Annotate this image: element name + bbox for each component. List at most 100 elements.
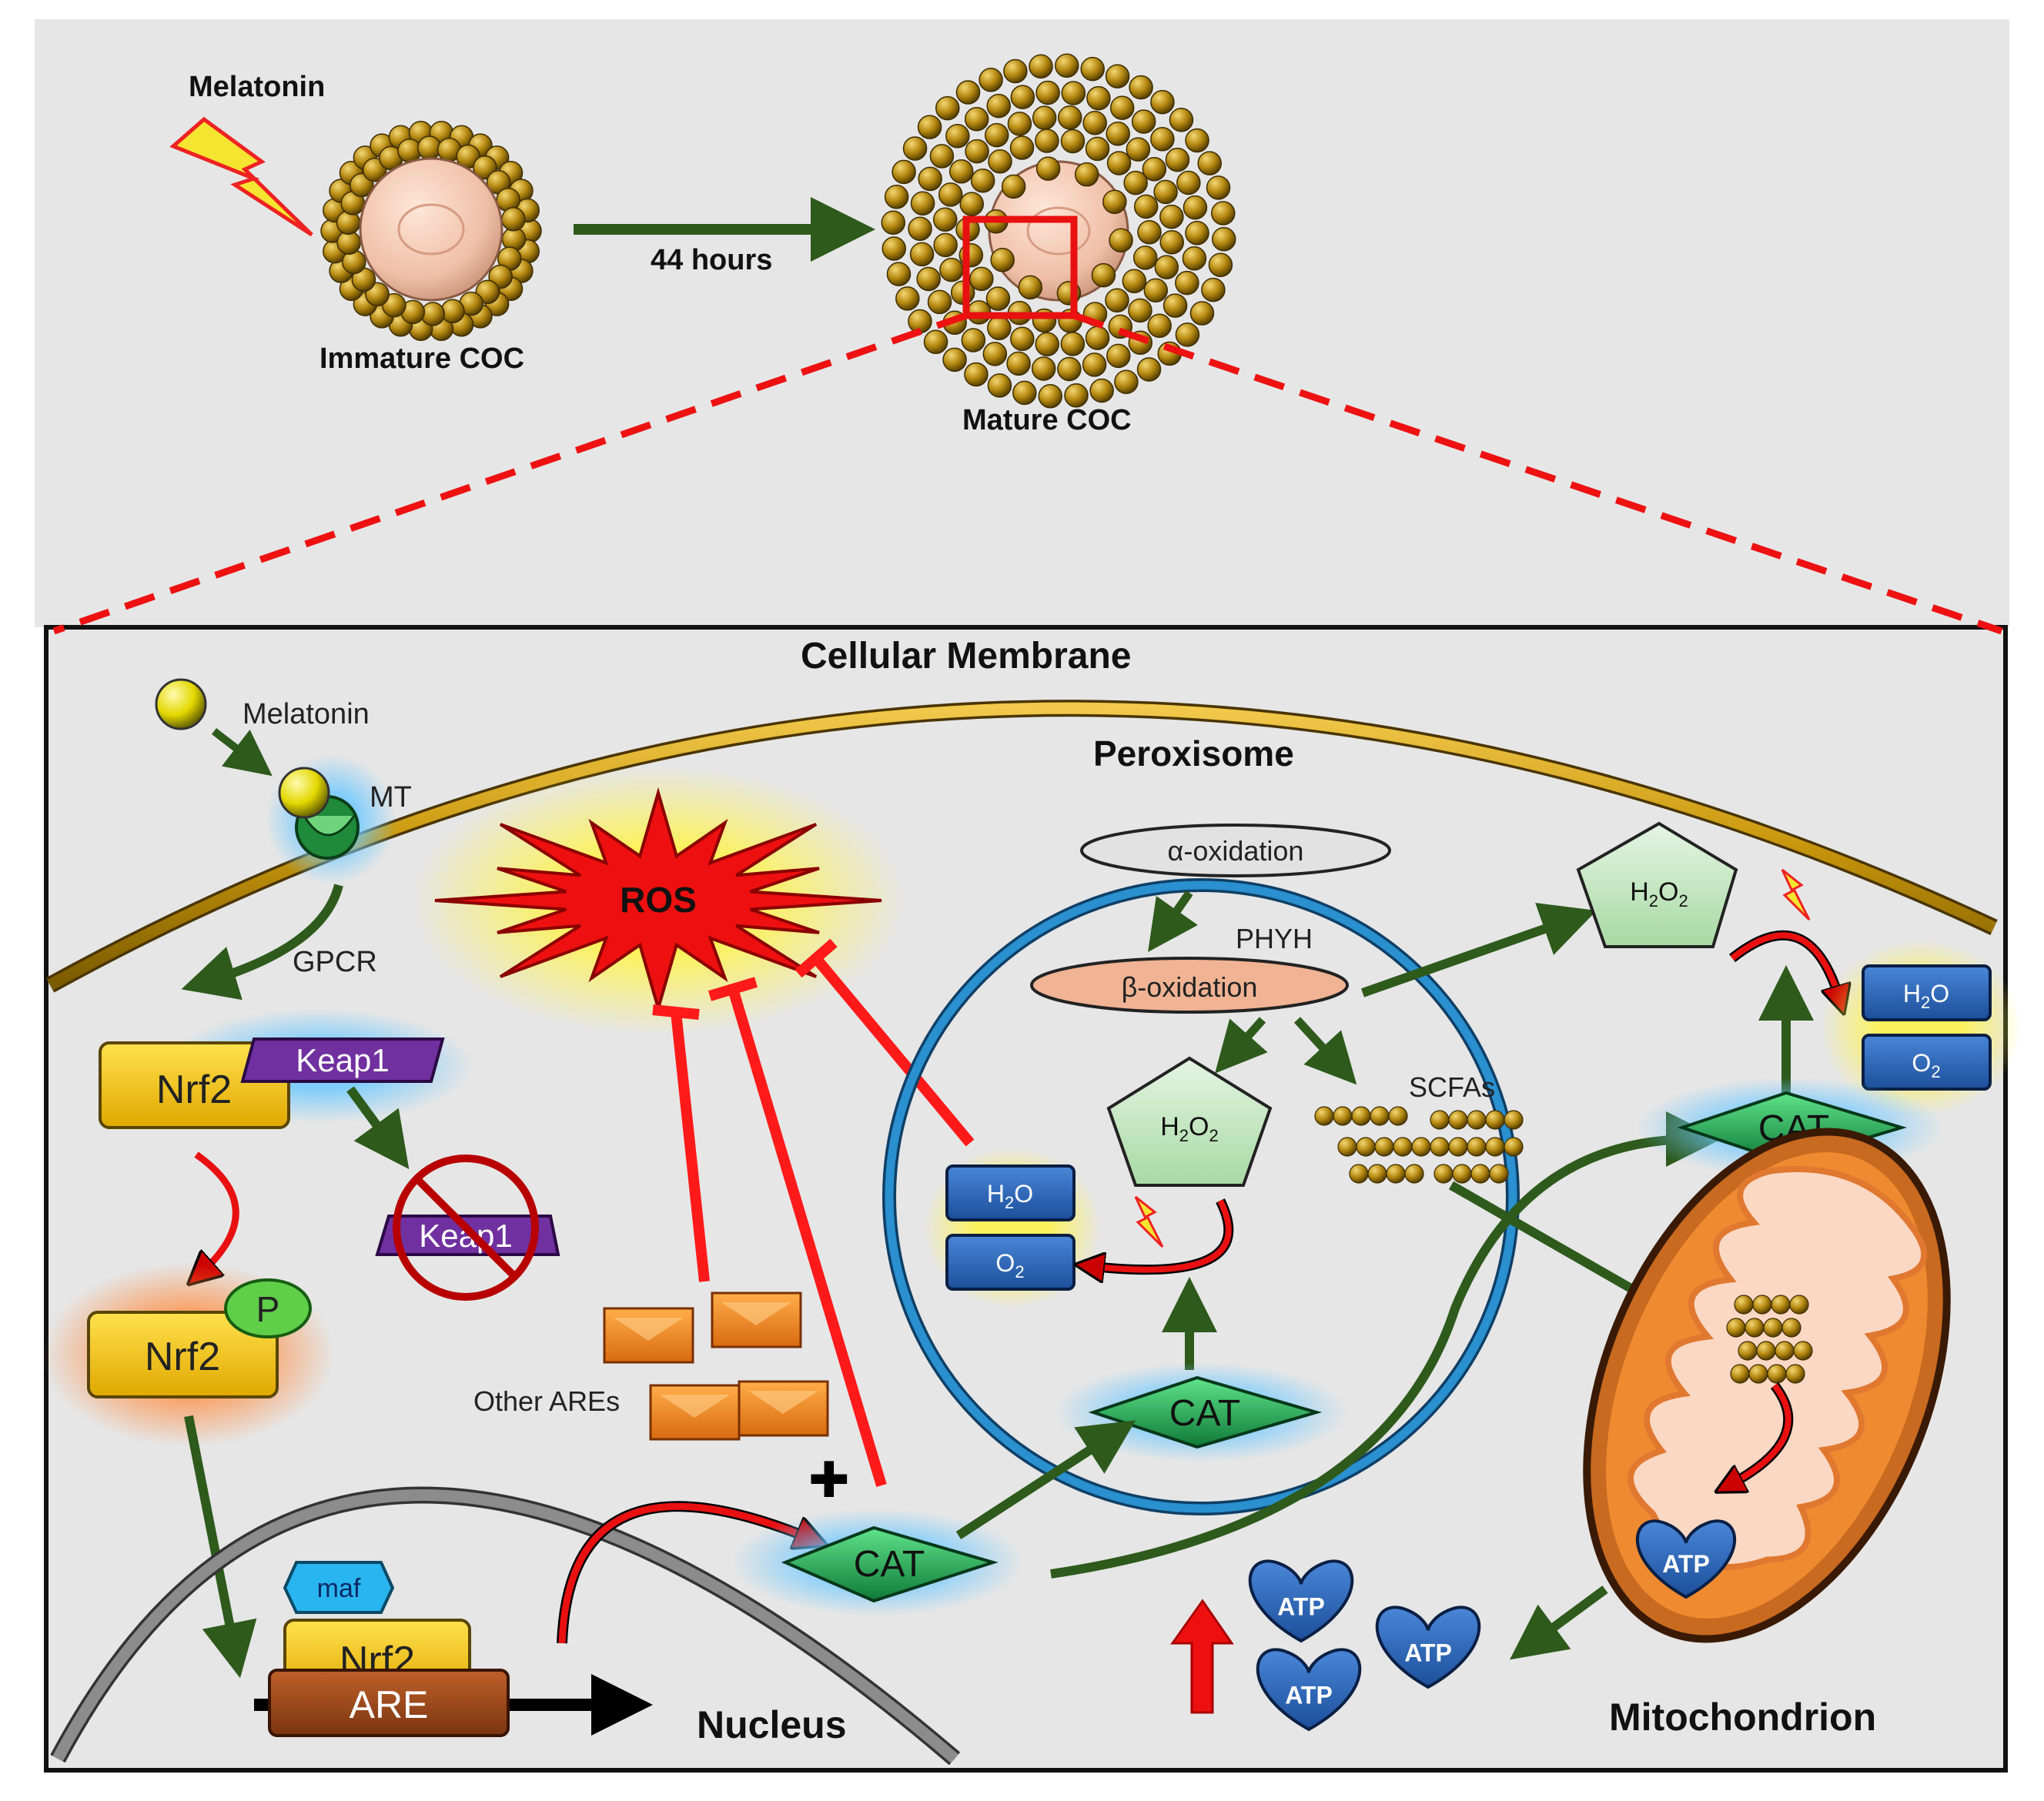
expanded-cumulus-cell xyxy=(1009,135,1035,160)
expanded-cumulus-cell xyxy=(970,169,995,193)
cat-peroxisome xyxy=(1088,1375,1323,1449)
expanded-cumulus-cell xyxy=(982,342,1008,366)
expanded-cumulus-cell xyxy=(965,139,989,164)
expanded-cumulus-cell xyxy=(979,68,1003,92)
scfa-bead xyxy=(1370,1106,1390,1126)
scfa-bead xyxy=(1504,1110,1524,1130)
expanded-cumulus-cell xyxy=(927,289,952,315)
keap1-degradation-arrow xyxy=(346,1086,410,1170)
corona-cell xyxy=(1001,174,1026,199)
cat-center xyxy=(781,1525,999,1603)
scfa-bead xyxy=(1393,1137,1413,1157)
expanded-cumulus-cell xyxy=(961,328,986,353)
mt-receptor-pocket xyxy=(303,815,356,837)
o2-cytosol-label: O2 xyxy=(1912,1049,1940,1081)
scfa-bead xyxy=(1467,1110,1487,1130)
scfa-bead xyxy=(1367,1164,1387,1184)
mitochondrion xyxy=(1583,1128,1951,1643)
expanded-cumulus-cell xyxy=(1206,175,1231,200)
scfa-bead xyxy=(1433,1164,1454,1184)
expanded-cumulus-cell xyxy=(923,329,948,354)
expanded-cumulus-cell xyxy=(1105,64,1130,89)
expanded-cumulus-cell xyxy=(1085,326,1110,350)
atp-label: ATP xyxy=(1285,1681,1333,1709)
expanded-cumulus-cell xyxy=(969,266,994,292)
membrane-label: Cellular Membrane xyxy=(801,636,1131,677)
expanded-cumulus-cell xyxy=(1061,81,1086,105)
expanded-cumulus-cell xyxy=(1131,109,1156,134)
atp-label: ATP xyxy=(1404,1639,1452,1666)
mito-scfa-bead xyxy=(1734,1295,1754,1315)
mito-scfa-bead xyxy=(1781,1318,1801,1338)
scfa-bead xyxy=(1467,1137,1487,1157)
expanded-cumulus-cell xyxy=(938,182,963,207)
expanded-cumulus-cell xyxy=(1060,129,1086,154)
peroxisome-membrane xyxy=(885,880,1517,1513)
mito-scfa-bead xyxy=(1767,1364,1787,1384)
expanded-cumulus-cell xyxy=(917,115,942,139)
peroxisome-label: Peroxisome xyxy=(1093,733,1294,774)
scfas-label: SCFAs xyxy=(1409,1071,1495,1103)
expanded-cumulus-cell xyxy=(964,106,989,132)
expanded-cumulus-cell xyxy=(1185,220,1209,246)
expanded-cumulus-cell xyxy=(1089,378,1114,403)
nucleus-label: Nucleus xyxy=(697,1703,847,1746)
inhibit-bar-cat xyxy=(708,977,758,1001)
maf-hexagon xyxy=(283,1561,395,1614)
mito-scfa-bead xyxy=(1756,1341,1776,1361)
mito-scfa-bead xyxy=(1752,1295,1772,1315)
scfa-bead xyxy=(1349,1164,1369,1184)
expanded-cumulus-cell xyxy=(1012,380,1037,406)
expanded-cumulus-cell xyxy=(1010,85,1035,109)
expanded-cumulus-cell xyxy=(933,232,958,258)
nrf2-label-phosphorylated: Nrf2 xyxy=(145,1335,220,1379)
small-bolt-icon xyxy=(1134,1195,1164,1248)
expanded-cumulus-cell xyxy=(902,136,928,161)
mito-scfa-bead xyxy=(1771,1295,1791,1315)
expanded-cumulus-cell xyxy=(918,166,942,192)
mito-scfa-bead xyxy=(1789,1295,1809,1315)
expanded-cumulus-cell xyxy=(1031,356,1056,381)
mito-scfa-bead xyxy=(1775,1341,1795,1361)
expanded-cumulus-cell xyxy=(1106,151,1132,175)
corona-cell xyxy=(1091,262,1116,288)
mature-coc xyxy=(881,53,1236,409)
mature-oocyte-nucleus xyxy=(1026,206,1091,256)
expanded-cumulus-cell xyxy=(939,257,964,282)
beta-oxidation-ellipse xyxy=(1030,957,1349,1014)
expanded-cumulus-cell xyxy=(1057,356,1082,382)
expanded-cumulus-cell xyxy=(1010,326,1035,352)
scfa-bead xyxy=(1489,1164,1509,1184)
gpcr-arrow xyxy=(181,884,343,1001)
ros-burst xyxy=(412,766,905,1035)
scfa-bead xyxy=(1356,1137,1376,1157)
expanded-cumulus-cell xyxy=(1029,54,1053,79)
expanded-cumulus-cell xyxy=(1143,278,1169,302)
corona-cell xyxy=(1074,162,1099,187)
corona-cell xyxy=(1102,189,1127,215)
expanded-cumulus-cell xyxy=(945,123,970,149)
nrf2-box-inactive xyxy=(99,1041,290,1129)
beta-oxidation-label: β-oxidation xyxy=(1122,971,1258,1003)
expanded-cumulus-cell xyxy=(985,286,1011,311)
mito-scfa-bead xyxy=(1748,1364,1768,1384)
expanded-cumulus-cell xyxy=(1208,252,1233,277)
scfa-bead xyxy=(1337,1137,1357,1157)
cumulus-cell xyxy=(501,207,526,232)
expanded-cumulus-cell xyxy=(1201,277,1226,302)
expanded-cumulus-cell xyxy=(1150,127,1175,152)
expanded-cumulus-cell xyxy=(942,347,967,373)
expanded-cumulus-cell xyxy=(987,373,1012,398)
beta-to-h2o2-arrow xyxy=(1215,1017,1268,1074)
inhibit-line-water xyxy=(811,954,975,1147)
cat-center-label: CAT xyxy=(854,1544,925,1585)
alpha-oxidation-ellipse xyxy=(1080,824,1391,877)
mito-scfa-bead xyxy=(1793,1341,1813,1361)
expanded-cumulus-cell xyxy=(1128,298,1152,323)
expanded-cumulus-cell xyxy=(916,266,941,292)
scfa-bead xyxy=(1430,1137,1450,1157)
scfa-bead xyxy=(1485,1137,1505,1157)
mito-scfa-bead xyxy=(1726,1318,1746,1338)
